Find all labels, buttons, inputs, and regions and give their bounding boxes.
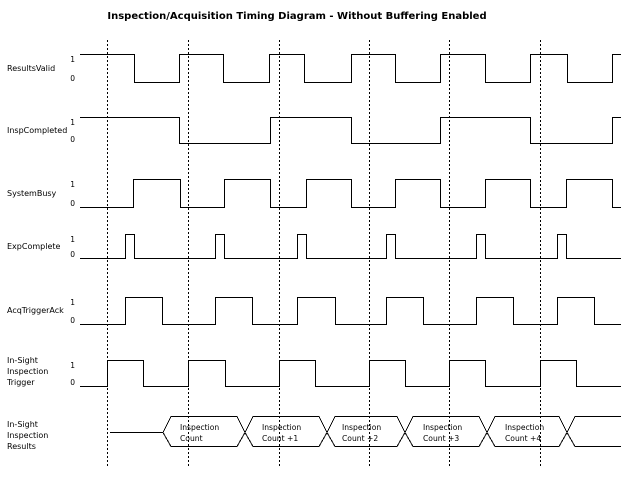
level-1-system-busy: 1 [70,180,75,189]
level-1-results-valid: 1 [70,55,75,64]
level-0-acq-trigger-ack: 0 [70,316,75,325]
level-1-acq-trigger-ack: 1 [70,298,75,307]
diagram-title: Inspection/Acquisition Timing Diagram - … [107,11,486,22]
signal-labels: ResultsValid InspCompleted SystemBusy Ex… [6,64,67,451]
signal-label-trigger-line3: Trigger [6,378,35,387]
waveform-results-valid [80,54,621,83]
level-0-system-busy: 0 [70,199,75,208]
bus-segment-0-line1: Inspection [180,423,219,432]
signal-label-exp-complete: ExpComplete [7,242,61,251]
waveform-exp-complete [80,234,621,259]
level-0-inspection-trigger: 0 [70,378,75,387]
waveform-acq-trigger-ack [80,297,621,325]
bus-segment-shape-5 [566,416,621,447]
signal-label-trigger-line1: In-Sight [7,356,38,365]
level-1-inspection-trigger: 1 [70,361,75,370]
bus-segment-3-line1: Inspection [423,423,462,432]
bus-segment-2-line2: Count +2 [342,434,378,443]
level-1-exp-complete: 1 [70,235,75,244]
signal-label-insp-completed: InspCompleted [7,126,67,135]
signal-label-results-line2: Inspection [7,431,48,440]
bus-segment-3-line2: Count +3 [423,434,459,443]
signal-label-acq-trigger-ack: AcqTriggerAck [7,306,64,315]
level-0-insp-completed: 0 [70,135,75,144]
waveform-insp-completed [80,117,621,144]
bus-segment-1-line2: Count +1 [262,434,298,443]
signal-label-results-valid: ResultsValid [7,64,55,73]
bus-segment-1-line1: Inspection [262,423,301,432]
waveform-insight-inspection-trigger [80,360,621,387]
signal-label-results-line3: Results [7,442,36,451]
waveform-system-busy [80,179,621,208]
bus-segment-2-line1: Inspection [342,423,381,432]
bus-segment-0-line2: Count [180,434,203,443]
level-0-exp-complete: 0 [70,250,75,259]
level-markers: 1 0 1 0 1 0 1 0 1 0 1 0 [70,55,75,387]
level-0-results-valid: 0 [70,74,75,83]
signal-label-trigger-line2: Inspection [7,367,48,376]
bus-segment-4-line1: Inspection [505,423,544,432]
level-1-insp-completed: 1 [70,118,75,127]
bus-segment-labels: Inspection Count Inspection Count +1 Ins… [180,423,544,443]
bus-segment-4-line2: Count +4 [505,434,541,443]
signal-label-results-line1: In-Sight [7,420,38,429]
signal-label-system-busy: SystemBusy [7,189,57,198]
